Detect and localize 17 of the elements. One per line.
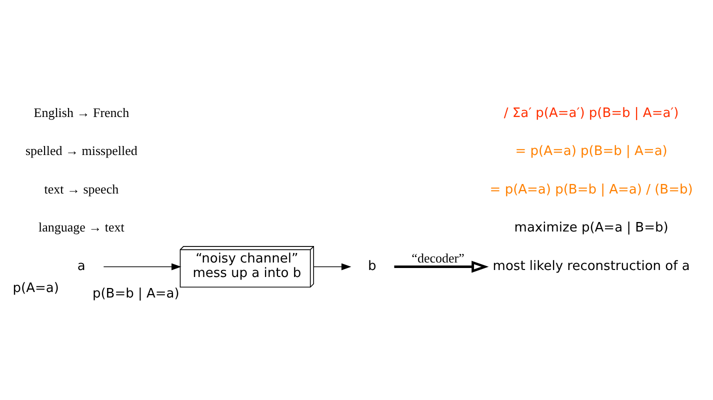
node-label: p(A=a) <box>12 280 59 296</box>
node-text: most likely reconstruction of a <box>492 258 690 274</box>
node-text: b <box>368 258 376 274</box>
edge-label: “decoder” <box>412 250 464 266</box>
label: English → French <box>34 104 130 120</box>
arrow <box>103 262 182 270</box>
arrow <box>313 262 352 270</box>
label: maximize p(A=a | B=b) <box>514 220 668 236</box>
label: language → text <box>38 219 124 234</box>
node-text: a <box>77 258 86 274</box>
label: text → speech <box>44 180 119 196</box>
arrow <box>394 260 489 272</box>
label: spelled → misspelled <box>25 142 138 158</box>
label: / Σa′ p(A=a′) p(B=b | A=a′) <box>504 105 679 120</box>
label: = p(A=a) p(B=b | A=a) <box>515 144 668 159</box>
label: = p(A=a) p(B=b | A=a) / (B=b) <box>490 182 693 197</box>
node-label: p(B=b | A=a) <box>92 286 180 302</box>
